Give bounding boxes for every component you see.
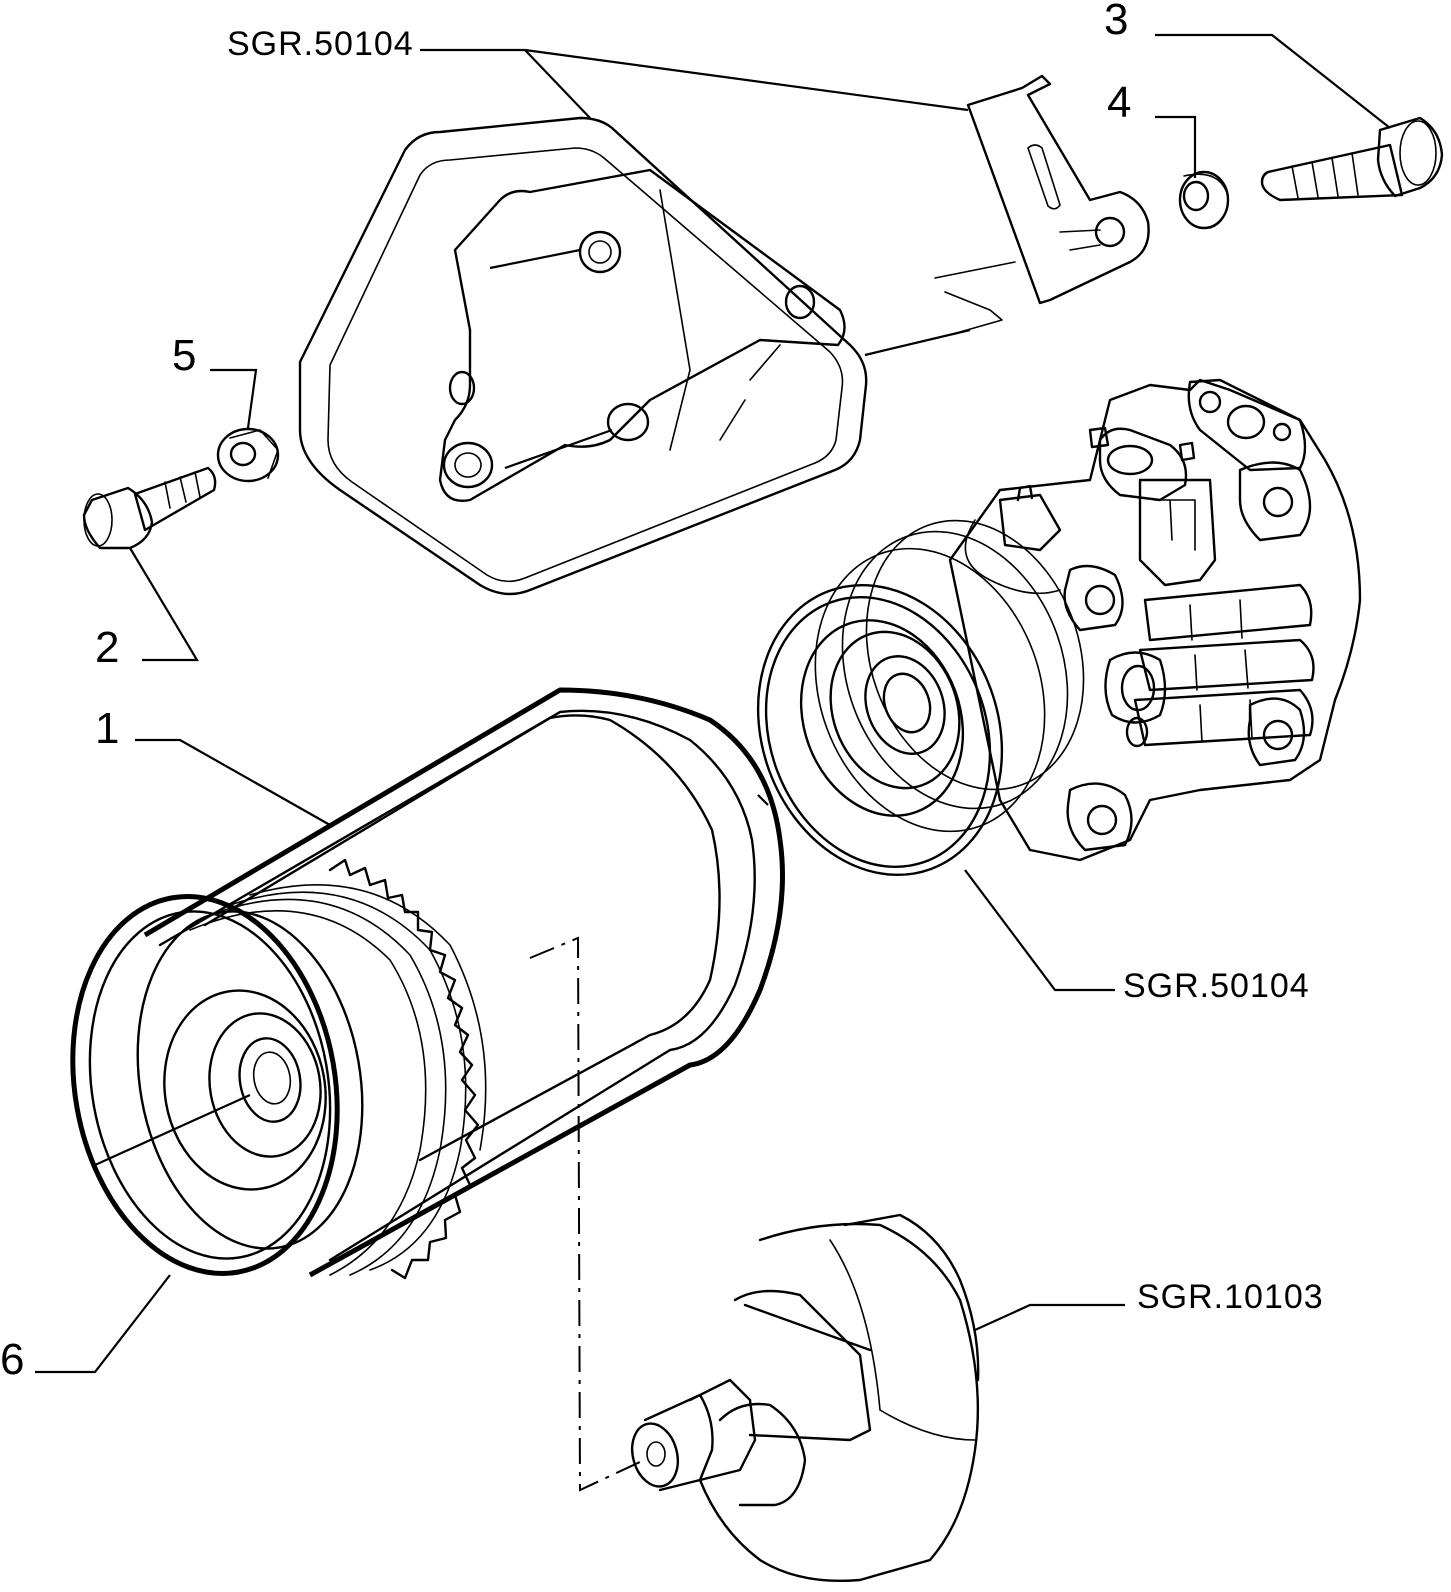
axis-line (529, 936, 641, 1492)
compressor-bracket (298, 116, 868, 596)
bolt-part-2 (82, 466, 217, 550)
leader-lines (35, 33, 1391, 1374)
callout-6: 6 (0, 1335, 24, 1384)
ref-crankshaft: SGR.10103 (1137, 1278, 1324, 1316)
bolt-part-3 (1260, 116, 1444, 202)
crankshaft (630, 1213, 980, 1583)
drive-belt-part-1 (143, 687, 785, 1278)
washer-part-4 (1178, 170, 1230, 230)
ref-compressor: SGR.50104 (1123, 967, 1310, 1005)
callout-3: 3 (1104, 0, 1128, 44)
callout-5: 5 (172, 331, 196, 380)
callout-1: 1 (95, 704, 119, 753)
ac-compressor (756, 378, 1362, 877)
ref-bracket-top: SGR.50104 (227, 25, 414, 63)
callout-4: 4 (1107, 78, 1131, 127)
washer-part-5 (216, 427, 280, 483)
callout-2: 2 (95, 623, 119, 672)
crank-pulley-part-6 (70, 858, 487, 1280)
small-bracket (864, 74, 1150, 357)
